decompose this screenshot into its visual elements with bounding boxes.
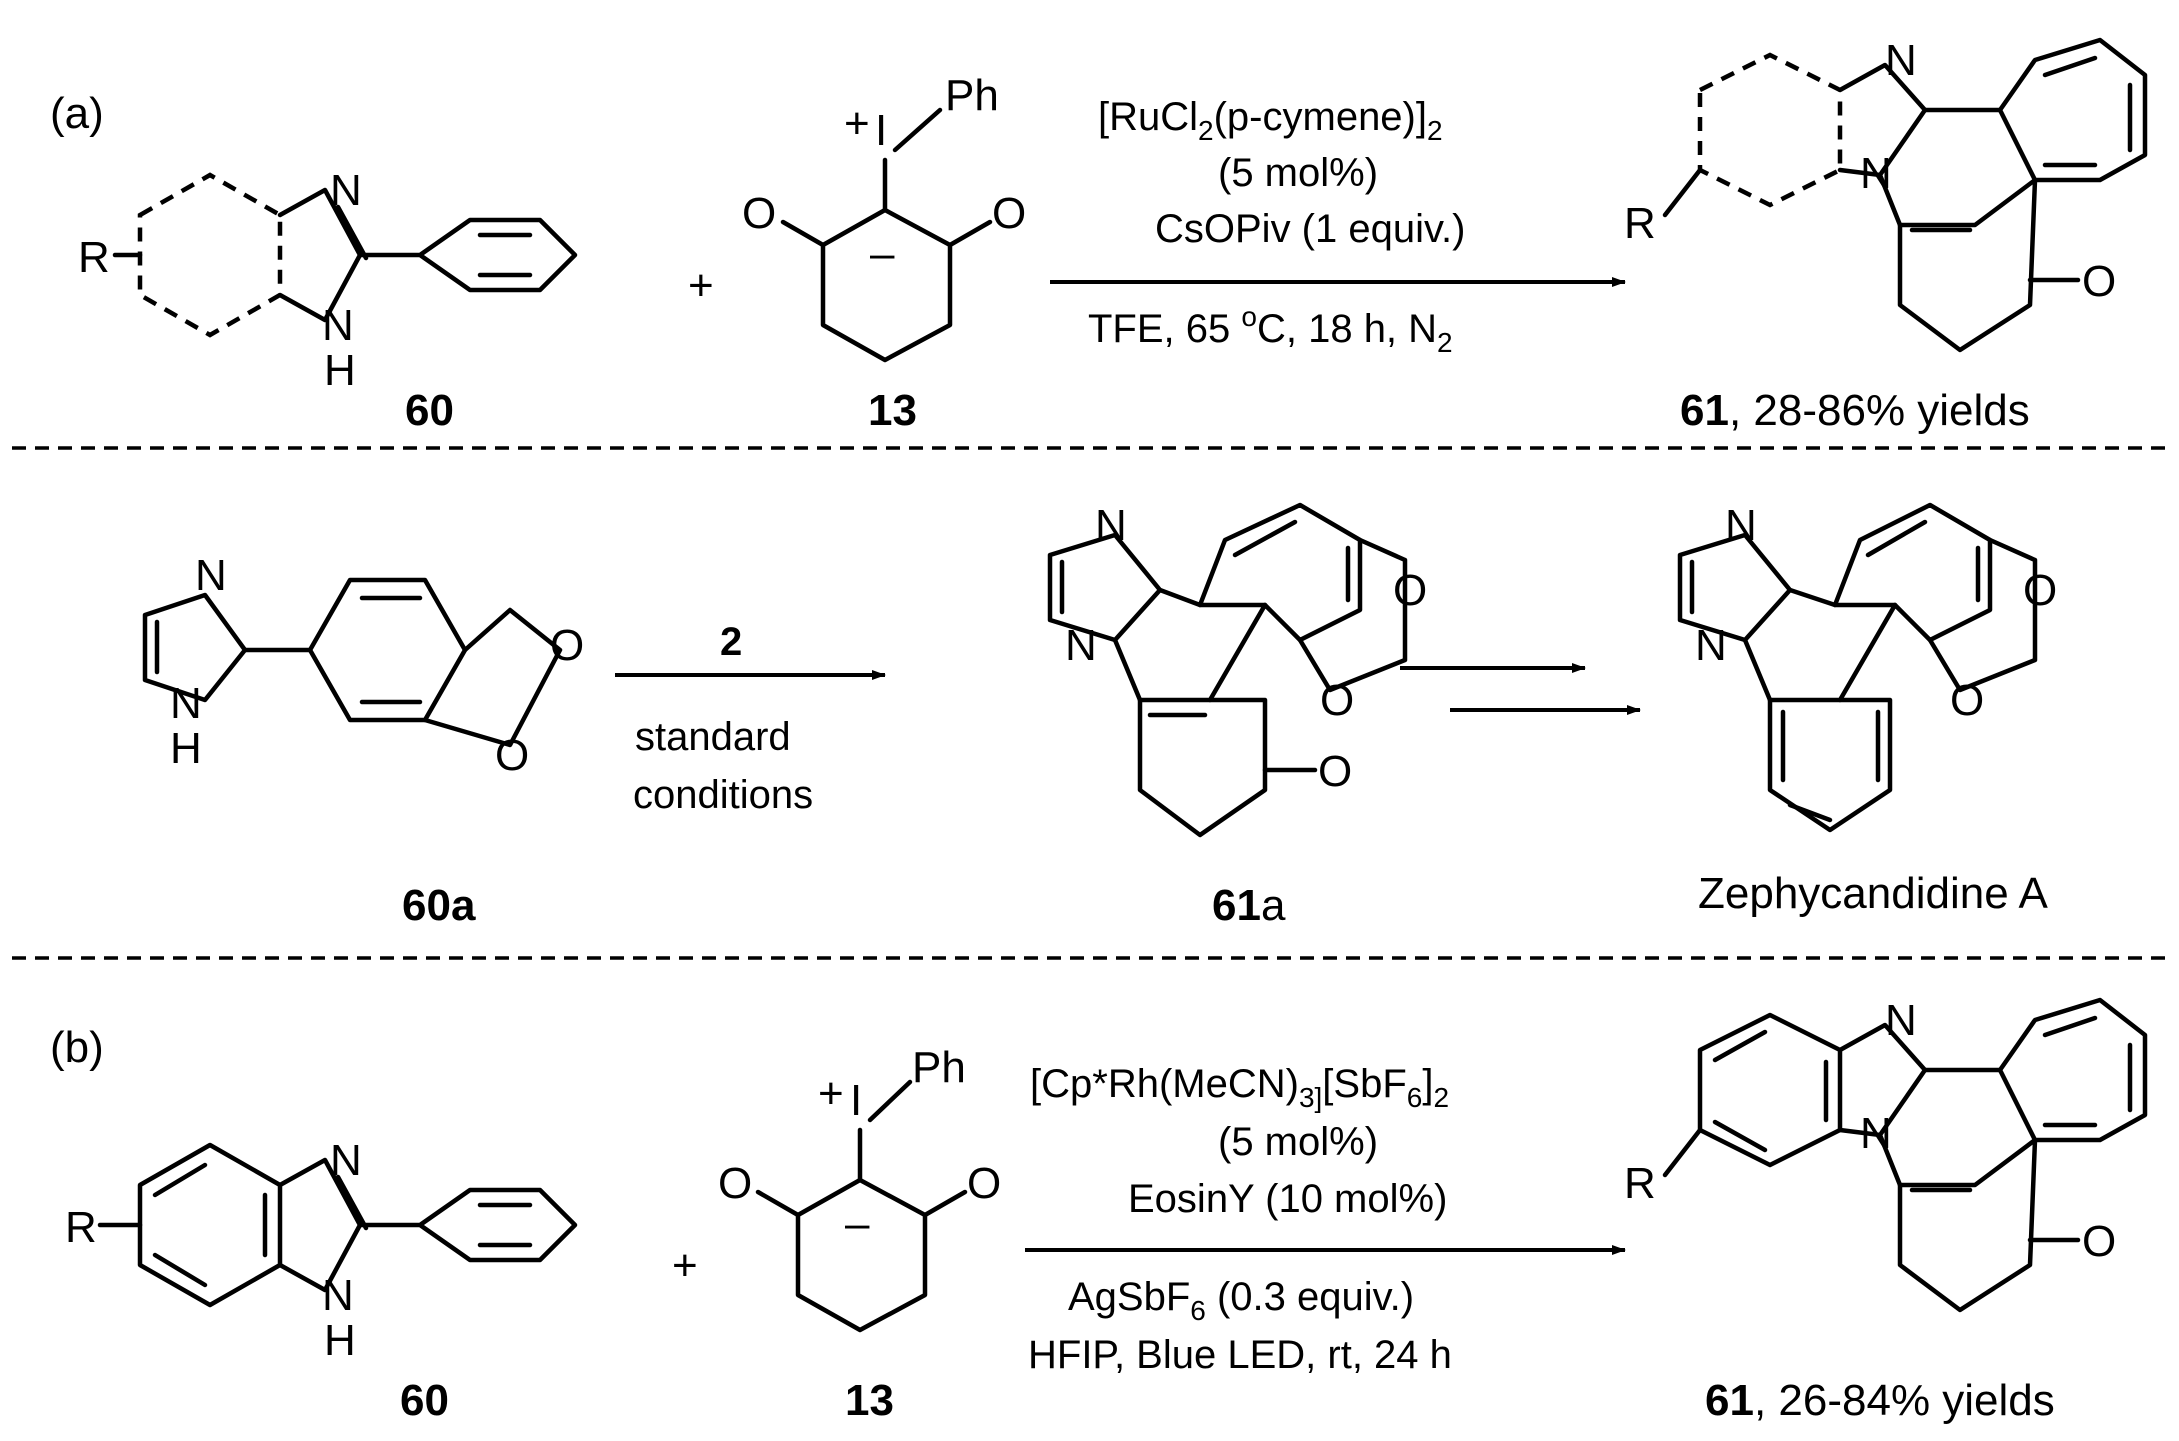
- r-group-b: R: [65, 1203, 97, 1252]
- substrate-60a-structure: N N H O O: [142, 551, 584, 780]
- carbonyl-o-left-b: O: [718, 1159, 752, 1208]
- product-b-n-top: N: [1885, 996, 1917, 1045]
- imidazole-n: N: [330, 166, 362, 215]
- intermediate-n-top: N: [1095, 501, 1127, 550]
- product-b-ketone-o: O: [2082, 1217, 2116, 1266]
- ylide-minus: –: [870, 229, 895, 278]
- iodine: I: [875, 106, 887, 155]
- r-group-product-b: R: [1624, 1159, 1656, 1208]
- intermediate-61a-label: 61a: [1212, 881, 1286, 930]
- iodine-plus-b: +: [818, 1069, 844, 1118]
- carbonyl-o-right: O: [992, 189, 1026, 238]
- reactant-60-structure: R N N H: [78, 166, 578, 395]
- section-a-tag: (a): [50, 89, 104, 138]
- imidazole-nh-n-b: N: [322, 1271, 354, 1320]
- photocatalyst-text-b: EosinY (10 mol%): [1128, 1177, 1447, 1221]
- intermediate-n-bridge: N: [1065, 621, 1097, 670]
- reactant-60-structure-b: R N N H: [65, 1136, 578, 1365]
- product-61-caption-b: 61, 26-84% yields: [1705, 1376, 2055, 1425]
- plus-sign-b: +: [672, 1241, 698, 1290]
- conditions-standard: standard: [635, 715, 791, 759]
- substrate-60a-label: 60a: [402, 881, 476, 930]
- carbonyl-o-left: O: [742, 189, 776, 238]
- substrate-o-top: O: [550, 621, 584, 670]
- product-61-structure-b: R N N O: [1624, 996, 2148, 1313]
- product-61-structure-a: R N N O: [1624, 36, 2148, 353]
- plus-sign-a: +: [688, 261, 714, 310]
- reagent-13-label-b: 13: [845, 1376, 894, 1425]
- imidazole-n-b: N: [330, 1136, 362, 1185]
- substrate-n-top: N: [195, 551, 227, 600]
- reagent-2: 2: [720, 620, 742, 664]
- intermediate-o-top: O: [1393, 566, 1427, 615]
- section-b: (b) R N N H 60 + + I Ph O O –: [50, 996, 2148, 1425]
- product-a-n-bridge: N: [1860, 149, 1892, 198]
- r-group-product-a: R: [1624, 199, 1656, 248]
- phenyl-label: Ph: [945, 71, 999, 120]
- ylide-minus-b: –: [845, 1199, 870, 1248]
- reagent-13-label: 13: [868, 386, 917, 435]
- catalyst-text-a: [RuCl2(p-cymene)]2: [1098, 95, 1443, 146]
- zephycandidine-a-structure: N N O O: [1677, 501, 2057, 833]
- zephy-n-bridge: N: [1695, 621, 1727, 670]
- carbonyl-o-right-b: O: [967, 1159, 1001, 1208]
- reagent-13-structure-b: + I Ph O O –: [718, 1043, 1001, 1333]
- zephy-o-top: O: [2023, 566, 2057, 615]
- additive-text-a: CsOPiv (1 equiv.): [1155, 207, 1465, 251]
- solvent-text-b: HFIP, Blue LED, rt, 24 h: [1028, 1333, 1452, 1377]
- section-a: (a) R N N H 60 + + I Ph O O –: [50, 36, 2148, 435]
- additive-text-b: AgSbF6 (0.3 equiv.): [1068, 1275, 1414, 1326]
- substrate-nh-n: N: [170, 679, 202, 728]
- section-mid: N N H O O 60a 2 standard conditions N N …: [142, 501, 2057, 930]
- product-a-n-top: N: [1885, 36, 1917, 85]
- conditions-conditions: conditions: [633, 773, 813, 817]
- loading-text-a: (5 mol%): [1218, 151, 1378, 195]
- imidazole-nh-h-b: H: [324, 1316, 356, 1365]
- loading-text-b: (5 mol%): [1218, 1120, 1378, 1164]
- product-b-n-bridge: N: [1860, 1109, 1892, 1158]
- reactant-60-label: 60: [405, 386, 454, 435]
- iodine-b: I: [850, 1076, 862, 1125]
- zephy-o-bottom: O: [1950, 676, 1984, 725]
- product-a-ketone-o: O: [2082, 257, 2116, 306]
- r-group: R: [78, 233, 110, 282]
- iodine-plus: +: [844, 99, 870, 148]
- reagent-13-structure: + I Ph O O –: [742, 71, 1026, 363]
- imidazole-nh-n: N: [322, 301, 354, 350]
- intermediate-61a-structure: N N O O O: [1047, 501, 1427, 838]
- phenyl-label-b: Ph: [912, 1043, 966, 1092]
- solvent-text-a: TFE, 65 oC, 18 h, N2: [1088, 301, 1453, 358]
- section-b-tag: (b): [50, 1023, 104, 1072]
- imidazole-nh-h: H: [324, 346, 356, 395]
- substrate-nh-h: H: [170, 724, 202, 773]
- substrate-o-bottom: O: [495, 731, 529, 780]
- reactant-60-label-b: 60: [400, 1376, 449, 1425]
- zephycandidine-a-label: Zephycandidine A: [1698, 869, 2048, 918]
- catalyst-text-b: [Cp*Rh(MeCN)3][SbF6]2: [1030, 1062, 1449, 1113]
- intermediate-o-bottom: O: [1320, 676, 1354, 725]
- zephy-n-top: N: [1725, 501, 1757, 550]
- product-61-caption-a: 61, 28-86% yields: [1680, 386, 2030, 435]
- intermediate-ketone-o: O: [1318, 747, 1352, 796]
